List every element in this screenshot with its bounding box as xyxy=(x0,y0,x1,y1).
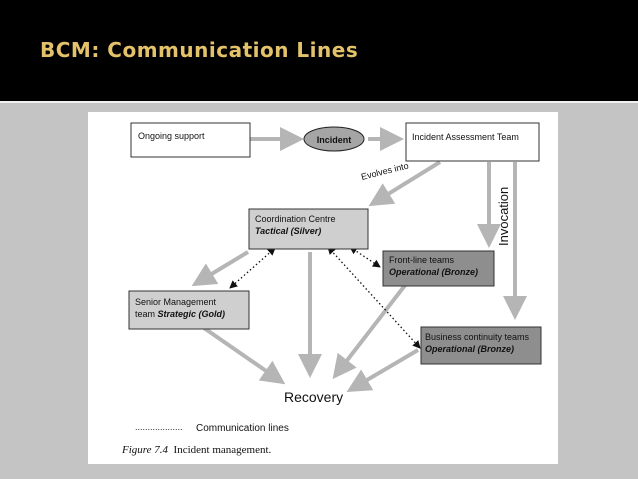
comm-line-coordination-frontline xyxy=(349,246,381,268)
evolves-into-label: Evolves into xyxy=(360,160,410,181)
frontline-teams-label: Front-line teams xyxy=(389,255,455,265)
figure-caption: Figure 7.4 Incident management. xyxy=(122,444,271,456)
assessment-team-label: Incident Assessment Team xyxy=(412,132,519,142)
arrow-assessment-to-coordination xyxy=(368,160,442,207)
slide-title: BCM: Communication Lines xyxy=(40,38,359,62)
senior-management-label: Senior Management xyxy=(135,297,217,307)
business-continuity-box xyxy=(420,326,542,365)
arrow-senior-to-recovery xyxy=(202,326,286,385)
title-bar: BCM: Communication Lines xyxy=(0,0,638,103)
legend-label: Communication lines xyxy=(196,423,289,434)
figure-number: Figure 7.4 xyxy=(122,444,169,456)
coordination-centre-box xyxy=(248,208,369,250)
frontline-tier-label: Operational (Bronze) xyxy=(389,267,478,277)
senior-management-box xyxy=(128,290,250,330)
legend-dotted-line: ................... xyxy=(135,422,183,432)
business-tier-label: Operational (Bronze) xyxy=(425,344,514,354)
frontline-teams-box xyxy=(382,250,495,287)
coordination-centre-label: Coordination Centre xyxy=(255,214,336,224)
assessment-team-box xyxy=(405,122,540,162)
comm-line-coordination-business xyxy=(327,246,421,349)
incident-management-figure: Ongoing support Incident Incident Assess… xyxy=(88,112,558,464)
incident-label: Incident xyxy=(317,135,352,145)
comm-line-coordination-senior xyxy=(229,247,276,289)
figure-caption-text: Incident management. xyxy=(173,444,272,456)
arrow-coordination-to-senior xyxy=(191,250,250,287)
senior-tier-label: team Strategic (Gold) xyxy=(135,309,225,319)
senior-tier-word: Strategic (Gold) xyxy=(158,309,226,319)
ongoing-support-box xyxy=(130,122,251,158)
coordination-tier-label: Tactical (Silver) xyxy=(255,226,321,236)
recovery-label: Recovery xyxy=(284,389,343,405)
senior-team-word: team xyxy=(135,309,158,319)
ongoing-support-label: Ongoing support xyxy=(138,131,205,141)
incident-ellipse xyxy=(303,126,365,152)
business-continuity-label: Business continuity teams xyxy=(425,332,530,342)
communication-lines-diagram: Ongoing support Incident Incident Assess… xyxy=(128,122,542,405)
invocation-label: Invocation xyxy=(496,187,511,246)
arrow-business-to-recovery xyxy=(346,348,420,393)
